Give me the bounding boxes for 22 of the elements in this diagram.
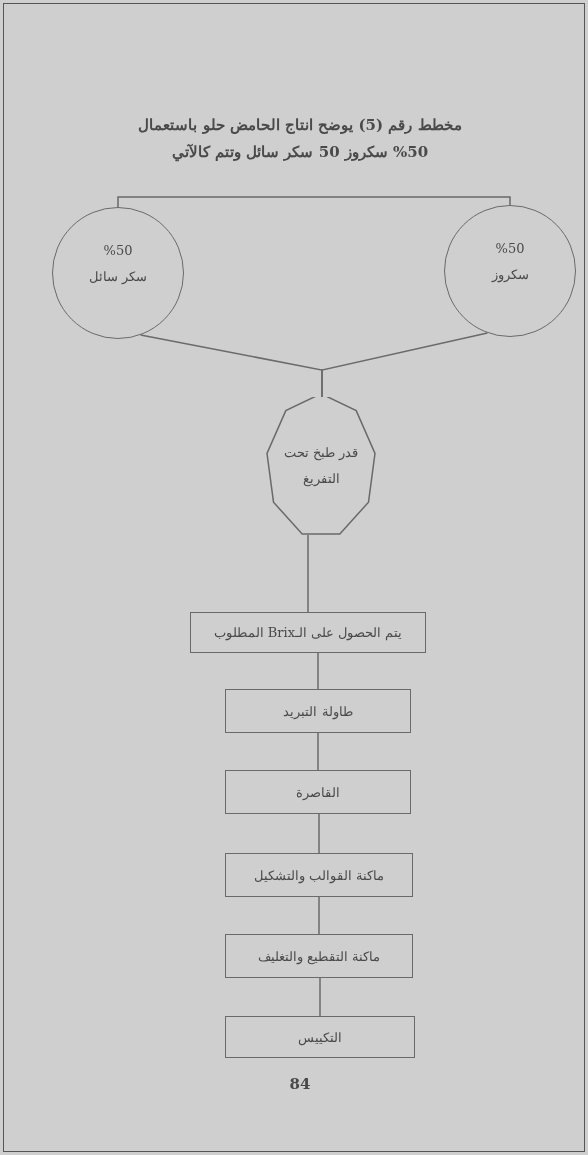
connector-line [318,813,320,854]
connector-line [321,332,489,398]
connector-line [318,896,320,935]
process-box: التكييس [225,1016,415,1058]
page-number: 84 [288,1075,312,1093]
process-box: القاصرة [225,770,411,814]
process-box: طاولة التبريد [225,689,411,733]
node-text: %50 [103,242,133,260]
connector-line [317,652,319,690]
connector-line [319,977,321,1017]
process-box: يتم الحصول على الـBrix المطلوب [190,612,426,653]
octagon [266,397,376,535]
node-text: سكروز [491,266,529,285]
node-text: قدر طبخ تحت التفريغ [282,444,360,489]
process-box: ماكنة القوالب والتشكيل [225,853,413,897]
connector-line [317,732,319,771]
connector-line [307,534,309,613]
process-box: ماكنة التقطيع والتغليف [225,934,413,978]
node-text: %50 [495,240,525,258]
node-text: سكر سائل [88,268,148,286]
title: مخطط رقم (5) يوضح انتاج الحامض حلو باستعمال 50% سكروز 50 سكر سائل وتتم كالآتي [137,115,463,164]
connector-line [117,196,511,208]
